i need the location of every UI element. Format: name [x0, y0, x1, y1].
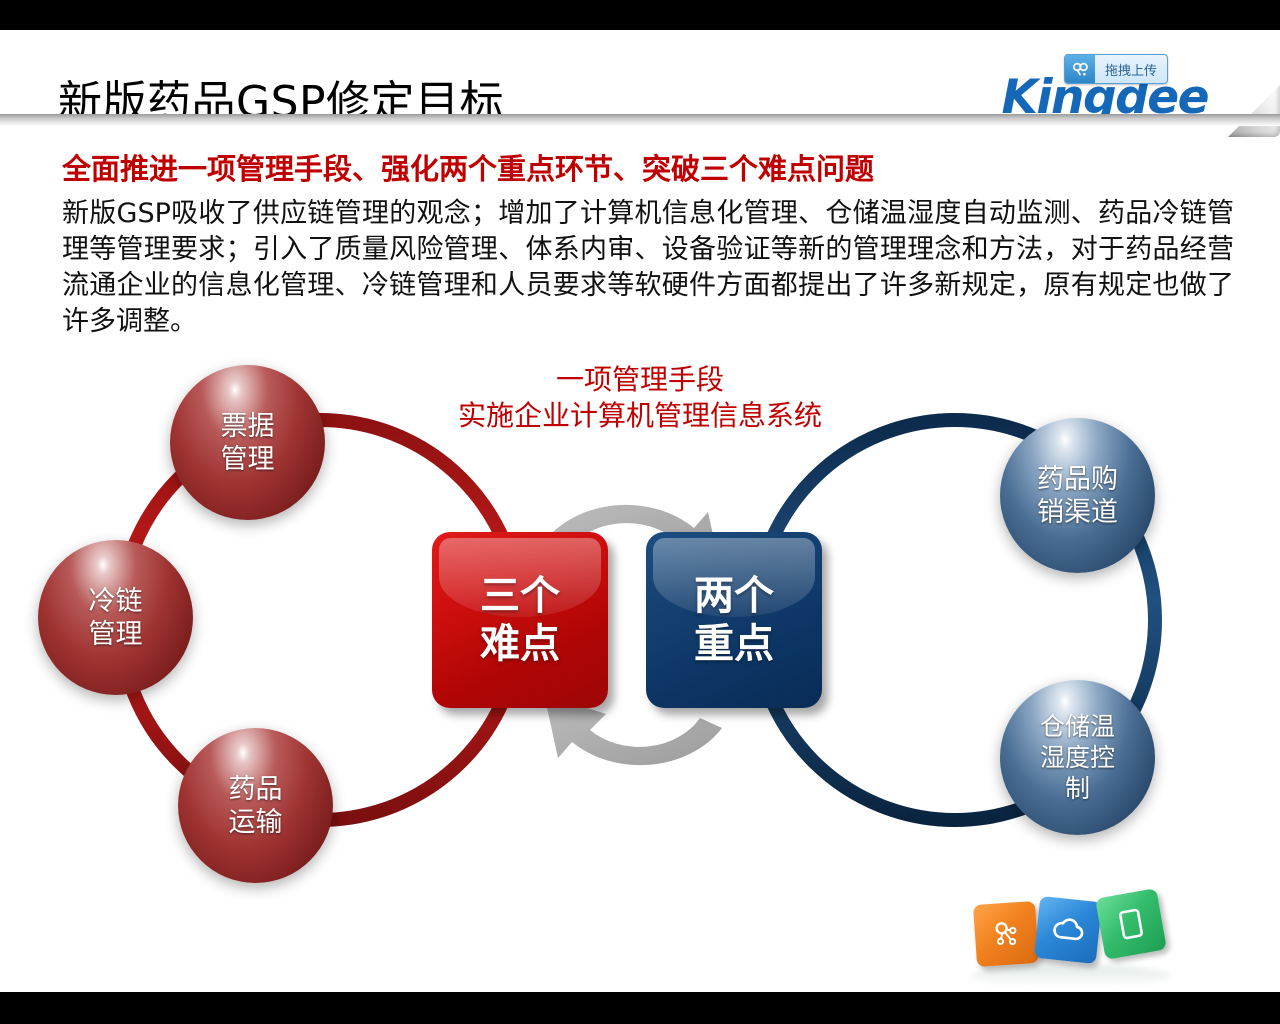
node-right-2[interactable]: 仓储温 湿度控 制 [1000, 680, 1155, 835]
center-box-two-priorities-label: 两个 重点 [694, 573, 774, 667]
node-left-1[interactable]: 票据 管理 [170, 365, 325, 520]
cycle-arrow-bottom [544, 694, 722, 766]
network-share-icon [972, 900, 1040, 968]
node-right-1-label: 药品购 销渠道 [1037, 463, 1118, 528]
gsp-cycle-diagram: 一项管理手段 实施企业计算机管理信息系统 票据 管理 冷链 管理 药品 运输 [0, 340, 1280, 900]
cubes-reflection [971, 965, 1171, 987]
cloud-icon [1033, 895, 1103, 965]
footer-product-icons [965, 885, 1180, 987]
bottom-black-band [0, 992, 1280, 1024]
node-right-1[interactable]: 药品购 销渠道 [1000, 418, 1155, 573]
section-body-paragraph: 新版GSP吸收了供应链管理的观念；增加了计算机信息化管理、仓储温湿度自动监测、药… [62, 198, 1234, 337]
node-right-2-label: 仓储温 湿度控 制 [1039, 712, 1115, 803]
link-icon [1065, 55, 1095, 83]
node-left-3[interactable]: 药品 运输 [178, 728, 333, 883]
section-headline: 全面推进一项管理手段、强化两个重点环节、突破三个难点问题 [62, 152, 875, 186]
mobile-device-icon [1095, 888, 1167, 960]
drag-upload-label: 拖拽上传 [1105, 63, 1158, 79]
node-left-3-label: 药品 运输 [228, 773, 283, 838]
drag-upload-button[interactable]: 拖拽上传 [1064, 54, 1169, 84]
node-left-1-label: 票据 管理 [220, 410, 275, 475]
header-divider-shadow [0, 114, 1280, 126]
page-curl-decoration [1228, 85, 1280, 137]
center-box-three-difficulties-label: 三个 难点 [480, 573, 560, 667]
top-black-band [0, 0, 1280, 30]
node-left-2-label: 冷链 管理 [88, 585, 143, 650]
center-box-two-priorities[interactable]: 两个 重点 [646, 532, 822, 708]
slide-header: 新版药品GSP修定目标 Kingdee 拖拽上传 [0, 30, 1280, 137]
center-box-three-difficulties[interactable]: 三个 难点 [432, 532, 608, 708]
node-left-2[interactable]: 冷链 管理 [38, 540, 193, 695]
